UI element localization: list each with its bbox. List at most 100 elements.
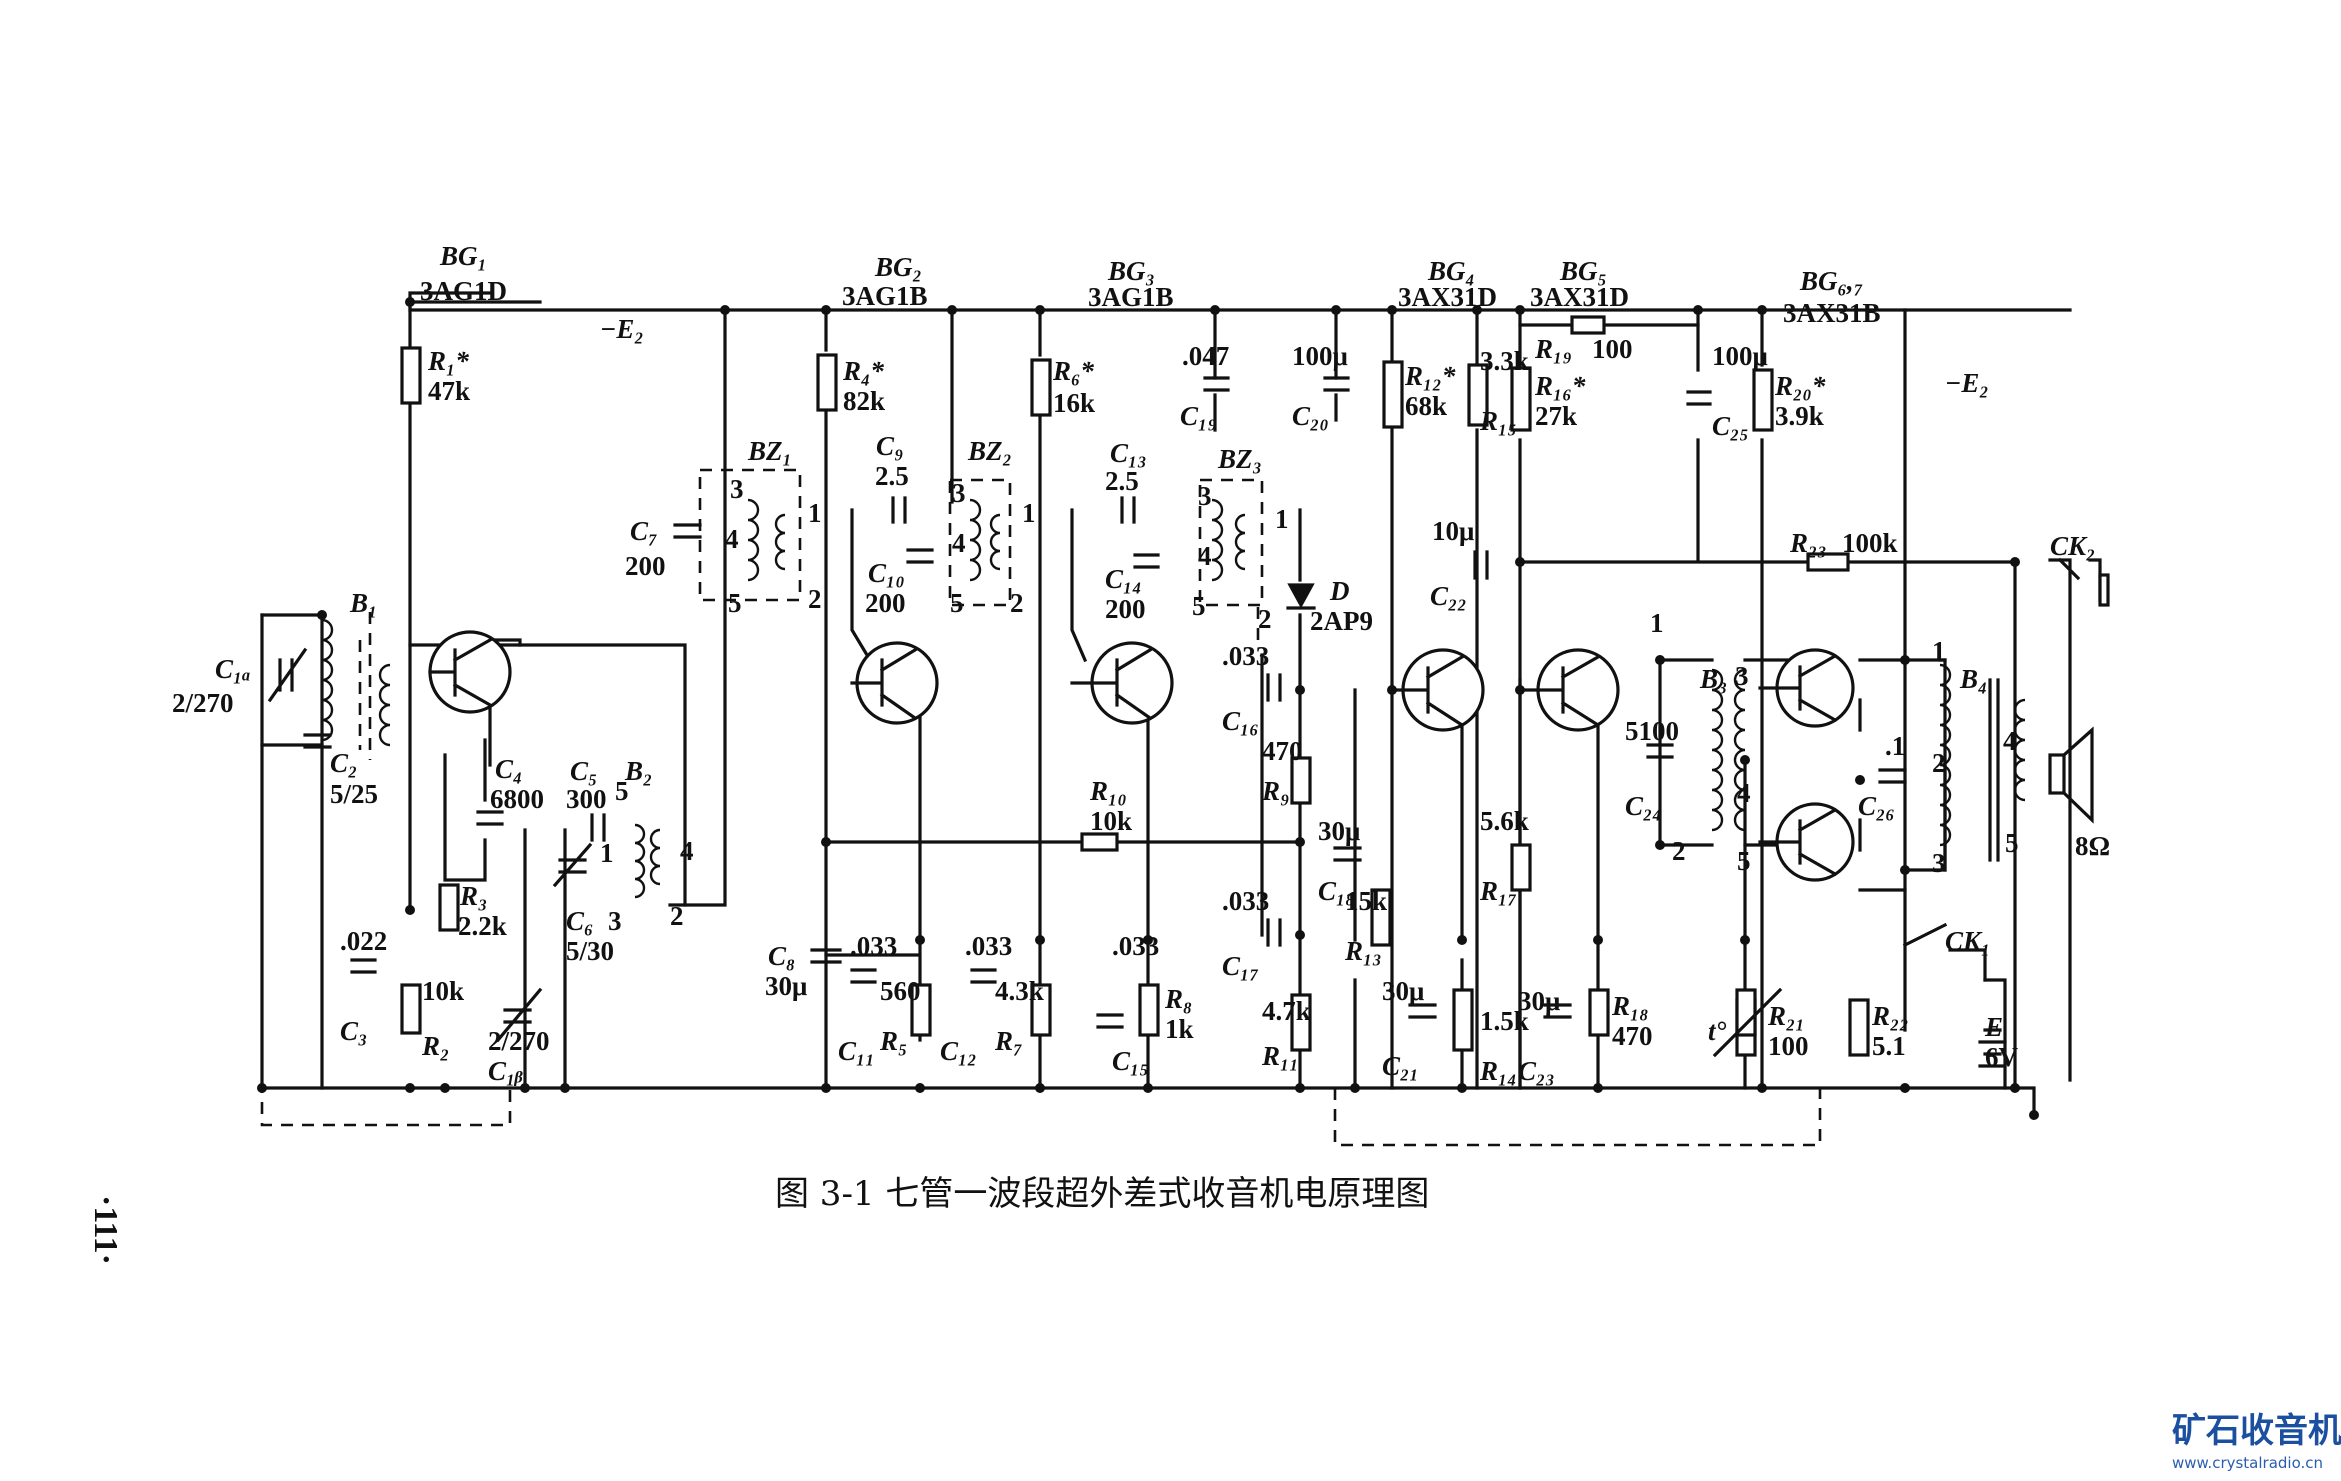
watermark-url: www.crystalradio.cn — [2172, 1454, 2323, 1472]
value-c3: .022 — [340, 926, 387, 956]
label-r20: R₂₀* — [1774, 371, 1826, 401]
value-c7: 200 — [625, 551, 666, 581]
label-r11: R₁₁ — [1261, 1041, 1299, 1071]
label-c8: C₈ — [768, 941, 795, 971]
value-r10: 10k — [1090, 806, 1132, 836]
label-bz1: BZ₁ — [747, 436, 792, 466]
label-bg1-type: 3AG1D — [420, 276, 507, 306]
pin-label: 3 — [1932, 848, 1946, 878]
resistor-r9 — [1290, 756, 1312, 805]
speaker — [2048, 726, 2094, 824]
resistor-r23 — [1806, 552, 1850, 572]
resistor-r10 — [1080, 832, 1119, 852]
resistor-r1 — [400, 346, 422, 405]
label-bg1: BG₁ — [439, 241, 487, 271]
pin-label: 3 — [1198, 481, 1212, 511]
transistor-bg6 — [1758, 648, 1855, 728]
figure-caption: 图 3-1 七管一波段超外差式收音机电原理图 — [775, 1174, 1429, 1214]
value-r11: 4.7k — [1262, 996, 1311, 1026]
value-c12: .033 — [965, 931, 1012, 961]
label-r10: R₁₀ — [1089, 776, 1127, 806]
pin-label: 4 — [1737, 778, 1751, 808]
capacitor-c22 — [1473, 550, 1489, 580]
capacitor-c19 — [1203, 376, 1230, 392]
label-battery: E — [1984, 1012, 2003, 1042]
label-bg2: BG₂ — [874, 252, 922, 282]
label-r1: R₁* — [427, 346, 469, 376]
pin-label: 2 — [1010, 588, 1024, 618]
value-c26: .1 — [1885, 731, 1905, 761]
transformer-b3 — [1711, 668, 1724, 832]
diode-d — [1286, 583, 1316, 610]
battery-e — [1978, 1028, 2007, 1068]
label-c12: C₁₂ — [940, 1036, 977, 1066]
label-bg67: BG₆,₇ — [1799, 266, 1863, 296]
watermark-title: 矿石收音机 — [2172, 1411, 2341, 1451]
value-c1a: 2/270 — [172, 688, 234, 718]
pin-label: 1 — [600, 838, 614, 868]
pin-label: 5 — [615, 776, 629, 806]
transformer-bz3 — [1211, 498, 1224, 582]
pin-label: 1 — [1275, 504, 1289, 534]
pin-label: 1 — [808, 498, 822, 528]
label-c22: C₂₂ — [1430, 581, 1467, 611]
resistor-r6 — [1030, 358, 1052, 417]
value-r7: 4.3k — [995, 976, 1044, 1006]
value-r19: 100 — [1592, 334, 1633, 364]
transformer-b4 — [1939, 663, 1952, 847]
value-r14: 1.5k — [1480, 1006, 1529, 1036]
label-c1b: C₁ᵦ — [488, 1056, 523, 1086]
label-r3: R₃ — [459, 881, 487, 911]
label-bg67-type: 3AX31B — [1783, 298, 1881, 328]
capacitor-c17 — [1266, 918, 1282, 947]
label-r4: R₄* — [842, 356, 884, 386]
dashed-ganging-lines — [260, 468, 1822, 1147]
label-r9: R₉ — [1261, 776, 1289, 806]
resistor-r16 — [1510, 366, 1532, 432]
label-c20: C₂₀ — [1292, 401, 1329, 431]
capacitor-c20 — [1323, 376, 1350, 392]
value-c13: 2.5 — [1105, 466, 1139, 496]
label-speaker: 8Ω — [2075, 831, 2110, 861]
capacitor-c23 — [1543, 1003, 1572, 1019]
transistor-bg2 — [850, 641, 939, 725]
resistor-r19 — [1570, 315, 1606, 335]
label-bg5: BG₅ — [1559, 256, 1607, 286]
label-r19: R₁₉ — [1534, 334, 1572, 364]
transformer-bz2 — [969, 498, 982, 582]
value-c24: 5100 — [1625, 716, 1679, 746]
value-c15: .033 — [1112, 931, 1159, 961]
pin-label: 4 — [725, 524, 739, 554]
pin-label: 5 — [950, 588, 964, 618]
value-c17: .033 — [1222, 886, 1269, 916]
capacitor-c1b — [495, 987, 543, 1043]
label-c17: C₁₇ — [1222, 951, 1259, 981]
label-diode: D — [1329, 576, 1350, 606]
pin-label: 1 — [1650, 608, 1664, 638]
capacitor-c6 — [552, 842, 593, 888]
value-r15: 3.3k — [1480, 346, 1529, 376]
label-bg4-type: 3AX31D — [1398, 282, 1497, 312]
pin-label: 5 — [1737, 846, 1751, 876]
resistor-r5 — [910, 983, 932, 1037]
value-r8: 1k — [1165, 1014, 1194, 1044]
label-battery-value: 6V — [1985, 1042, 2019, 1072]
capacitor-c4 — [476, 810, 504, 826]
label-c10: C₁₀ — [868, 558, 905, 588]
capacitor-c26 — [1878, 768, 1907, 784]
pin-label: 2 — [1672, 836, 1686, 866]
value-r16: 27k — [1535, 401, 1577, 431]
label-c2: C₂ — [330, 748, 357, 778]
label-r14: R₁₄ — [1479, 1056, 1517, 1086]
capacitor-c5 — [590, 813, 606, 842]
label-r7: R₇ — [994, 1026, 1022, 1056]
capacitor-c8 — [810, 948, 842, 964]
pin-label: 2 — [670, 901, 684, 931]
label-r17: R₁₇ — [1479, 876, 1517, 906]
value-r21: 100 — [1768, 1031, 1809, 1061]
capacitor-c13 — [1120, 496, 1136, 524]
label-ck2: CK₂ — [2050, 531, 2095, 561]
transistors — [428, 630, 1855, 882]
capacitor-c10 — [906, 548, 934, 564]
